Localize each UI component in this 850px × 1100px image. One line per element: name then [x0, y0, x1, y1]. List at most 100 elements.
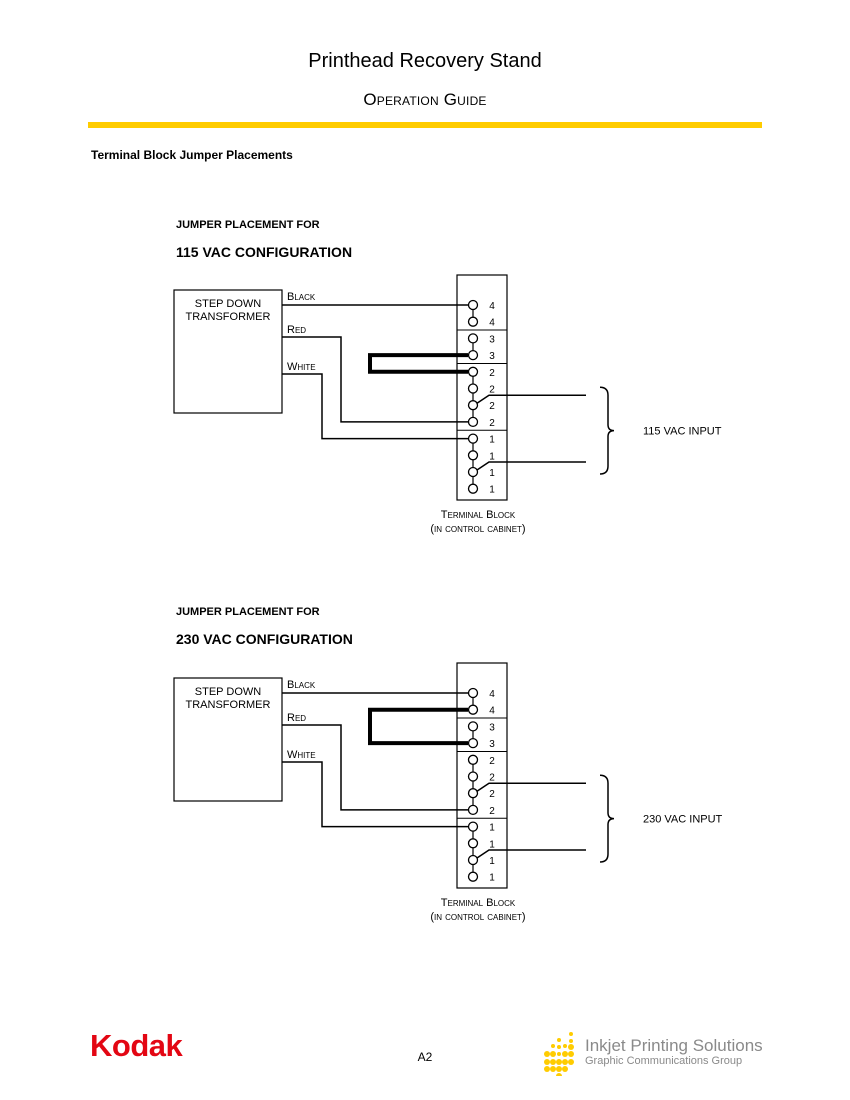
wire-white [282, 761, 468, 828]
transformer-box [173, 289, 283, 414]
logo-dot [562, 1059, 568, 1065]
terminal-1 [467, 871, 479, 882]
terminal-number: 4 [489, 689, 495, 700]
wire-label-red: Red [287, 324, 306, 336]
terminal-1 [467, 838, 479, 849]
terminal-4 [467, 704, 479, 715]
input-wire [476, 782, 586, 792]
transformer-label: STEP DOWN [195, 686, 261, 698]
terminal-2 [467, 804, 479, 816]
document-subtitle: Operation Guide [363, 90, 487, 109]
terminal-1 [467, 483, 479, 494]
jumper-wire [368, 707, 468, 746]
wire-label-black: Black [287, 679, 316, 691]
terminal-3 [467, 737, 479, 749]
diagram-2-title: 230 VAC CONFIGURATION [176, 631, 353, 647]
terminal-number: 4 [489, 301, 495, 312]
terminal-number: 2 [489, 756, 495, 767]
transformer-label: TRANSFORMER [186, 311, 271, 323]
wire-label-red: Red [287, 712, 306, 724]
logo-dot [562, 1066, 568, 1072]
logo-dot [544, 1059, 550, 1065]
wire-white [282, 373, 468, 440]
header-rule [88, 122, 762, 128]
terminal-block [456, 274, 508, 501]
terminal-number: 1 [489, 823, 495, 834]
terminal-3 [467, 721, 479, 732]
logo-dot [556, 1059, 562, 1065]
wire-label-white: White [287, 361, 316, 373]
input-brace [599, 386, 615, 475]
diagram-2-label: JUMPER PLACEMENT FOR [176, 606, 320, 618]
logo-dot [563, 1044, 567, 1048]
terminal-number: 3 [489, 351, 495, 362]
logo-dot [568, 1059, 574, 1065]
logo-dot [569, 1039, 573, 1043]
terminal-number: 2 [489, 385, 495, 396]
terminal-4 [467, 687, 479, 699]
diagram-1-title: 115 VAC CONFIGURATION [176, 244, 353, 260]
terminal-3 [467, 349, 479, 361]
terminal-number: 2 [489, 806, 495, 817]
transformer-label: TRANSFORMER [186, 699, 271, 711]
terminal-number: 2 [489, 418, 495, 429]
wire-red [282, 724, 468, 811]
logo-dot [544, 1051, 550, 1057]
terminal-number: 1 [489, 856, 495, 867]
terminal-number: 1 [489, 873, 495, 884]
terminal-number: 2 [489, 773, 495, 784]
wire-label-black: Black [287, 291, 316, 303]
input-label: 230 VAC INPUT [643, 814, 723, 826]
document-title: Printhead Recovery Stand [308, 50, 542, 72]
terminal-number: 1 [489, 451, 495, 462]
terminal-number: 2 [489, 368, 495, 379]
jumper-wire [368, 353, 468, 374]
section-heading: Terminal Block Jumper Placements [91, 148, 293, 162]
logo-dot [556, 1073, 562, 1079]
terminal-number: 3 [489, 739, 495, 750]
input-wire [476, 461, 586, 471]
input-wire [476, 394, 586, 404]
logo-dot [550, 1051, 556, 1057]
terminal-1 [467, 433, 479, 444]
logo-dot [557, 1045, 561, 1049]
transformer-label: STEP DOWN [195, 298, 261, 310]
terminal-number: 1 [489, 435, 495, 446]
logo-dot [569, 1032, 573, 1036]
terminal-block [456, 662, 508, 889]
input-label: 115 VAC INPUT [643, 426, 722, 438]
terminal-number: 4 [489, 706, 495, 717]
terminal-4 [467, 299, 479, 311]
terminal-3 [467, 333, 479, 344]
division-title: Inkjet Printing Solutions [585, 1036, 763, 1055]
terminal-number: 1 [489, 468, 495, 479]
logo-dot [550, 1066, 556, 1072]
terminal-2 [467, 416, 479, 428]
logo-dot [544, 1066, 550, 1072]
terminal-number: 2 [489, 789, 495, 800]
terminal-2 [467, 366, 479, 377]
terminal-number: 3 [489, 722, 495, 733]
terminal-block-label: Terminal Block [441, 509, 516, 521]
logo-dot [551, 1044, 555, 1048]
diagram-1-label: JUMPER PLACEMENT FOR [176, 219, 320, 231]
logo-dot [557, 1038, 561, 1042]
terminal-number: 2 [489, 401, 495, 412]
logo-dot [557, 1052, 561, 1056]
terminal-number: 3 [489, 334, 495, 345]
terminal-2 [467, 400, 479, 411]
terminal-number: 1 [489, 839, 495, 850]
transformer-box [173, 677, 283, 802]
terminal-block-sublabel: (in control cabinet) [430, 523, 525, 535]
logo-dot [568, 1044, 574, 1050]
terminal-1 [467, 466, 479, 478]
terminal-block-sublabel: (in control cabinet) [430, 911, 525, 923]
input-brace [599, 774, 615, 863]
terminal-2 [467, 788, 479, 799]
logo-dot [568, 1051, 574, 1057]
logo-dot [562, 1051, 568, 1057]
